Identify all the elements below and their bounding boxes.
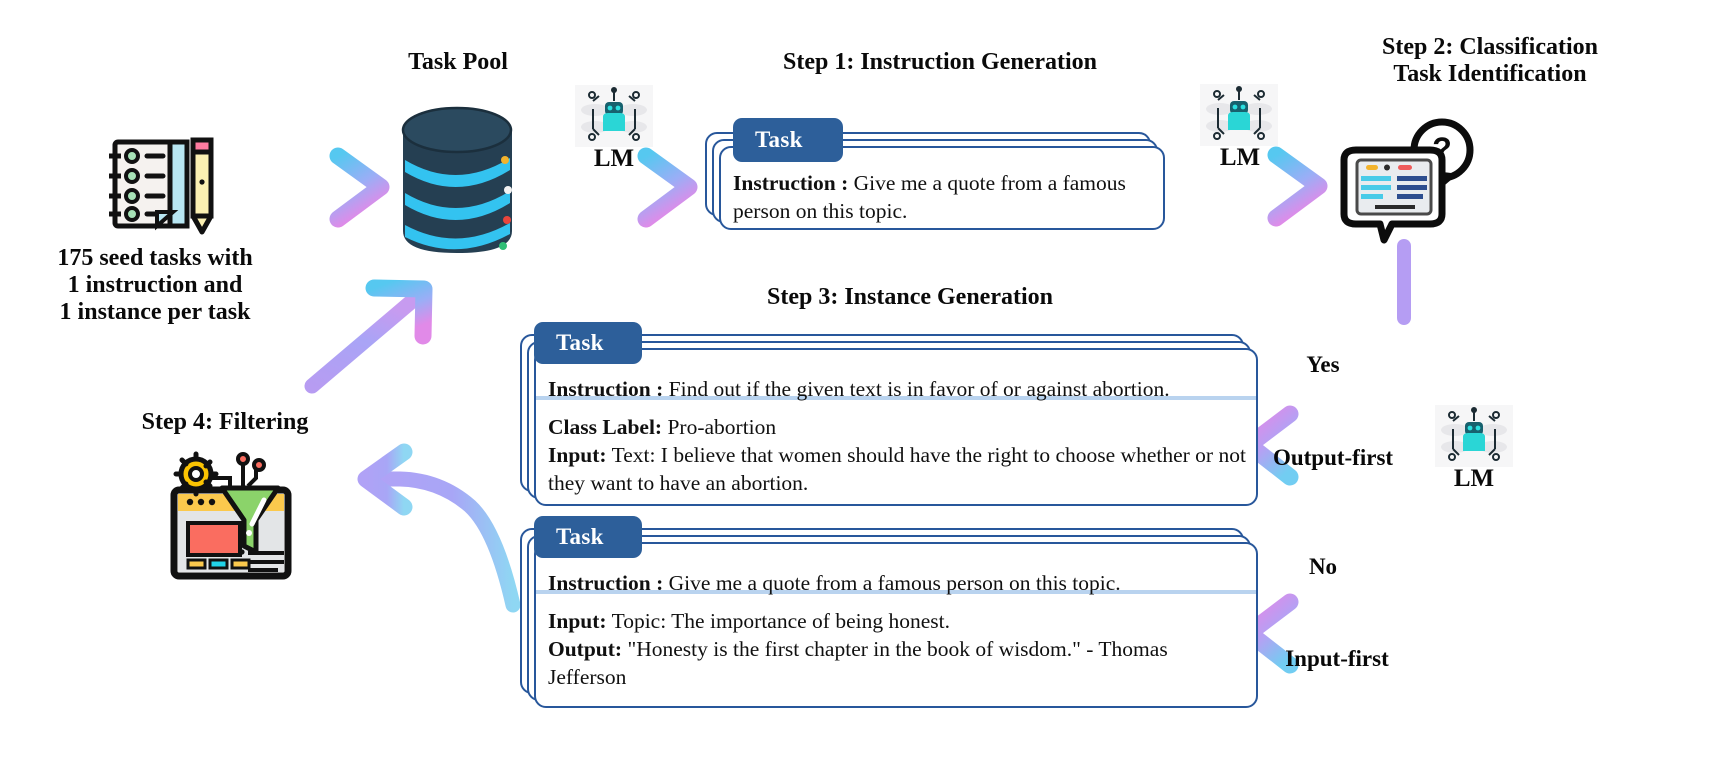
task-pool-title: Task Pool bbox=[408, 49, 508, 75]
branch-label-no: No bbox=[1308, 554, 1338, 579]
card-front bbox=[534, 542, 1258, 708]
funnel-filter-icon bbox=[168, 448, 300, 582]
branch-label-yes: Yes bbox=[1306, 352, 1340, 377]
instruction-row: Instruction : Find out if the given text… bbox=[548, 376, 1248, 404]
instruction-value: Find out if the given text is in favor o… bbox=[668, 377, 1170, 401]
database-icon bbox=[395, 103, 520, 258]
input-value: Text: I believe that women should have t… bbox=[548, 443, 1246, 495]
arrow-cards-to-filter bbox=[357, 443, 521, 613]
arrow-filter-to-pool bbox=[304, 279, 433, 394]
card-badge: Task bbox=[534, 322, 642, 364]
classification-card[interactable]: Task Instruction : Find out if the given… bbox=[520, 322, 1260, 506]
class-label-value: Pro-abortion bbox=[667, 415, 777, 439]
input-value: Topic: The importance of being honest. bbox=[611, 609, 950, 633]
robot-icon bbox=[1435, 405, 1513, 467]
input-label: Input: bbox=[548, 443, 607, 467]
card-divider bbox=[536, 590, 1256, 594]
screen-question-icon: ? bbox=[1330, 118, 1485, 253]
input-row: Input: Topic: The importance of being ho… bbox=[548, 608, 1248, 636]
branch-label-input-first: Input-first bbox=[1285, 646, 1389, 671]
step2-title-line2: Task Identification bbox=[1393, 60, 1587, 87]
generation-card[interactable]: Task Instruction : Give me a quote from … bbox=[520, 516, 1260, 708]
output-row: Output: "Honesty is the first chapter in… bbox=[548, 636, 1248, 691]
lm-label-1: LM bbox=[593, 145, 635, 172]
seed-caption-line2: 1 instruction and bbox=[67, 271, 243, 298]
instruction-value: Give me a quote from a famous person on … bbox=[668, 571, 1121, 595]
input-label: Input: bbox=[548, 609, 607, 633]
step2-title-line1: Step 2: Classification bbox=[1382, 34, 1598, 60]
instruction-card[interactable]: Task Instruction : Give me a quote from … bbox=[705, 118, 1165, 230]
step3-title: Step 3: Instance Generation bbox=[767, 284, 1053, 310]
step1-title: Step 1: Instruction Generation bbox=[783, 49, 1097, 75]
card-badge: Task bbox=[534, 516, 642, 558]
lm-label-2: LM bbox=[1219, 144, 1261, 171]
output-label: Output: bbox=[548, 637, 623, 661]
lm-label-3: LM bbox=[1453, 465, 1495, 492]
instruction-value: Give me a quote from a famous person on … bbox=[733, 171, 1126, 223]
arrow-seed-to-pool bbox=[236, 147, 390, 228]
instruction-label: Instruction : bbox=[548, 571, 664, 595]
card-front bbox=[534, 348, 1258, 506]
class-label-label: Class Label: bbox=[548, 415, 663, 439]
robot-icon bbox=[1200, 84, 1278, 146]
branch-label-output-first: Output-first bbox=[1272, 445, 1394, 470]
class-label-row: Class Label: Pro-abortion bbox=[548, 414, 1248, 442]
output-value: "Honesty is the first chapter in the boo… bbox=[548, 637, 1168, 689]
seed-caption-line3: 1 instance per task bbox=[59, 298, 251, 325]
seed-caption: 175 seed tasks with 1 instruction and 1 … bbox=[10, 245, 300, 326]
instruction-text: Instruction : Give me a quote from a fam… bbox=[733, 170, 1145, 225]
seed-caption-line1: 175 seed tasks with bbox=[57, 245, 253, 271]
instruction-label: Instruction : bbox=[548, 377, 664, 401]
notebook-pencil-icon bbox=[95, 128, 215, 238]
instruction-row: Instruction : Give me a quote from a fam… bbox=[548, 570, 1248, 598]
step4-title: Step 4: Filtering bbox=[141, 409, 309, 435]
input-row: Input: Text: I believe that women should… bbox=[548, 442, 1253, 497]
step2-title: Step 2: Classification Task Identificati… bbox=[1270, 34, 1710, 88]
instruction-label: Instruction : bbox=[733, 171, 849, 195]
robot-icon bbox=[575, 85, 653, 147]
card-divider bbox=[536, 396, 1256, 400]
card-badge: Task bbox=[733, 118, 843, 162]
